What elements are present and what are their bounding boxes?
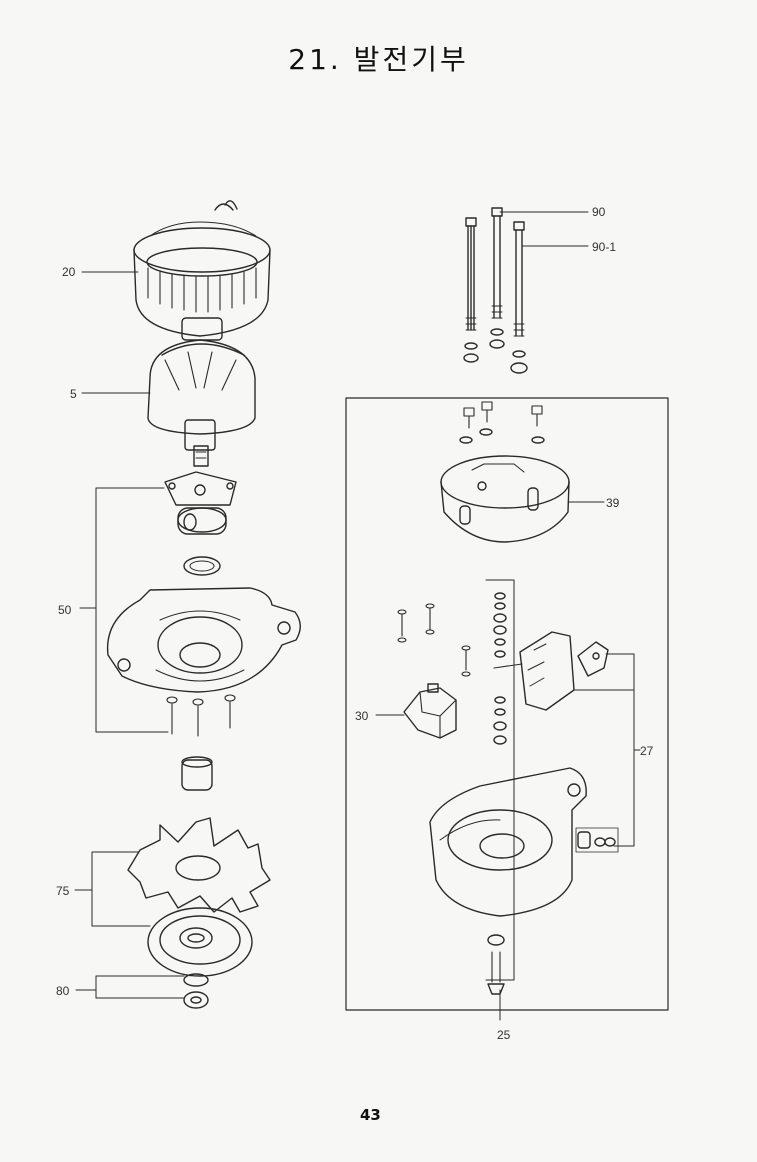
callout-25: 25 [497,1028,511,1042]
nut-icon [183,973,209,1009]
fan-icon [127,817,271,913]
callout-90: 90 [592,205,606,219]
callout-30: 30 [355,709,369,723]
bottom-bolt-icon [487,934,505,995]
screw-set-icon [166,694,236,737]
stator-icon [133,200,271,341]
callout-80: 80 [56,984,70,998]
pulley-icon [147,907,253,977]
rotor-icon [147,339,256,467]
callout-75: 75 [56,884,70,898]
rear-housing-icon [429,767,587,917]
callout-20: 20 [62,265,76,279]
leader-lines-bolts [499,211,589,247]
leader-27 [573,653,641,847]
callout-5: 5 [70,387,77,401]
page-number: 43 [360,1106,381,1124]
spacer-icon [181,756,213,791]
o-ring-icon [183,556,221,576]
leader-lines-left [74,271,185,999]
small-screws-icon [397,603,471,677]
rectifier-icon [493,631,609,711]
through-bolt-icon [463,207,528,374]
assembly-frame [345,397,669,1011]
callout-90-1: 90-1 [592,240,617,254]
callout-27: 27 [640,744,654,758]
terminal-bolt-icon [575,827,619,853]
callout-39: 39 [606,496,620,510]
brush-holder-icon [403,683,457,739]
page-title: 21. 발전기부 [288,43,469,76]
front-housing-icon [106,587,301,693]
callout-50: 50 [58,603,72,617]
rear-cover-icon [440,401,570,543]
bearing-plate-icon [164,471,237,535]
